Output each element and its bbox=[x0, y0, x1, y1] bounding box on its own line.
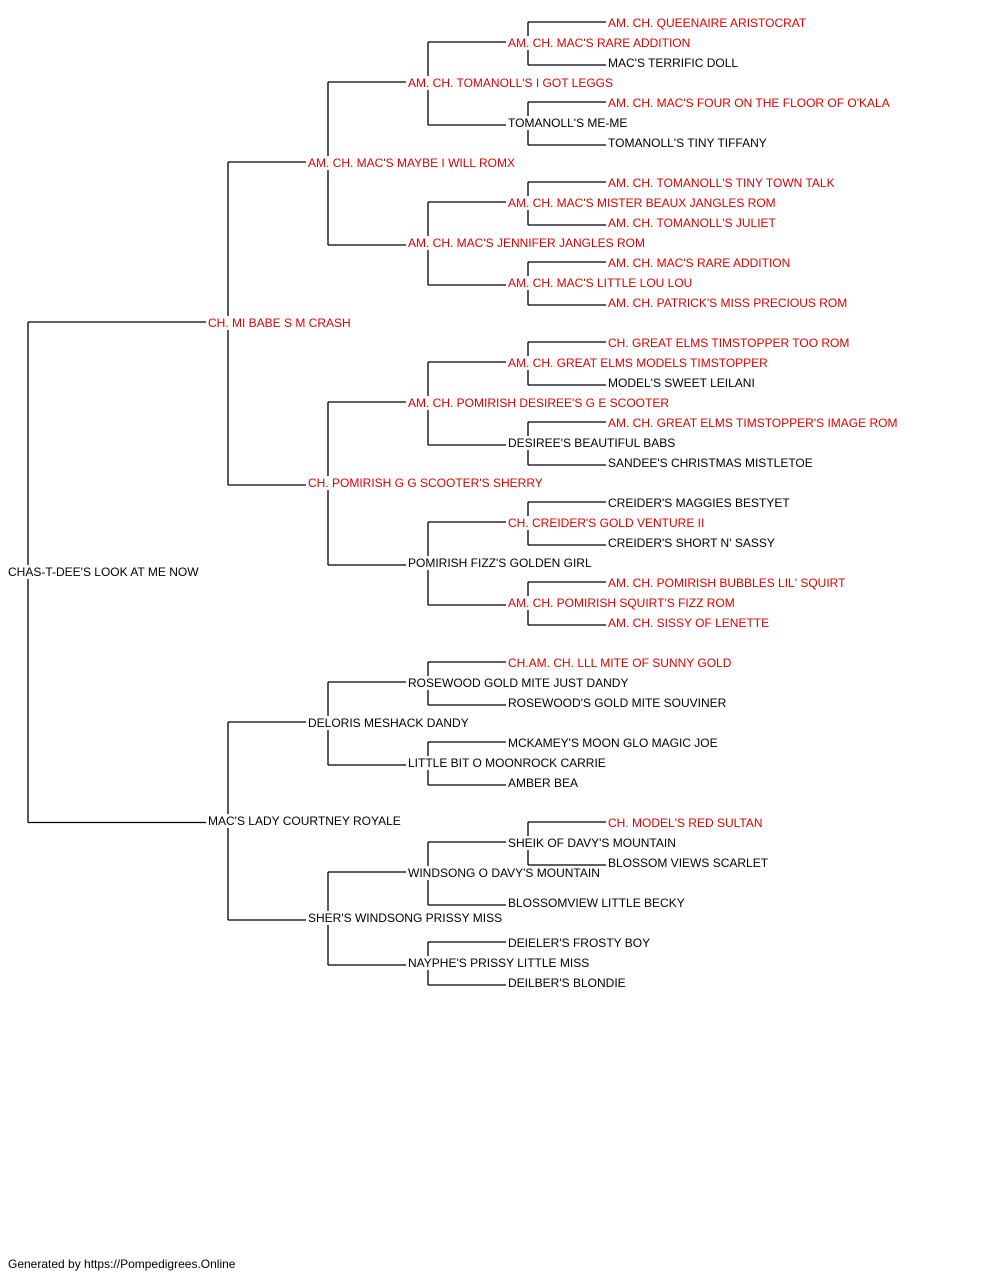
ancestor-name: AM. CH. MAC'S LITTLE LOU LOU bbox=[507, 276, 694, 290]
ancestor-name: SHER'S WINDSONG PRISSY MISS bbox=[307, 911, 504, 925]
ancestor-name: AM. CH. SISSY OF LENETTE bbox=[607, 616, 771, 630]
ancestor-name: DESIREE'S BEAUTIFUL BABS bbox=[507, 436, 677, 450]
ancestor-name: AM. CH. MAC'S JENNIFER JANGLES ROM bbox=[407, 236, 646, 250]
ancestor-name: LITTLE BIT O MOONROCK CARRIE bbox=[407, 756, 607, 770]
ancestor-name: CREIDER'S MAGGIES BESTYET bbox=[607, 496, 791, 510]
ancestor-name: AM. CH. MAC'S RARE ADDITION bbox=[507, 36, 692, 50]
ancestor-name: TOMANOLL'S TINY TIFFANY bbox=[607, 136, 768, 150]
ancestor-name: SANDEE'S CHRISTMAS MISTLETOE bbox=[607, 456, 814, 470]
ancestor-name: DELORIS MESHACK DANDY bbox=[307, 716, 470, 730]
ancestor-name: CH. MODEL'S RED SULTAN bbox=[607, 816, 764, 830]
ancestor-name: AM. CH. TOMANOLL'S TINY TOWN TALK bbox=[607, 176, 836, 190]
ancestor-name: AMBER BEA bbox=[507, 776, 580, 790]
footer-credit: Generated by https://Pompedigrees.Online bbox=[8, 1257, 236, 1271]
ancestor-name: ROSEWOOD'S GOLD MITE SOUVINER bbox=[507, 696, 728, 710]
ancestor-name: WINDSONG O DAVY'S MOUNTAIN bbox=[407, 866, 601, 880]
ancestor-name: MODEL'S SWEET LEILANI bbox=[607, 376, 756, 390]
ancestor-name: AM. CH. POMIRISH SQUIRT'S FIZZ ROM bbox=[507, 596, 736, 610]
ancestor-name: AM. CH. MAC'S MAYBE I WILL ROMX bbox=[307, 156, 516, 170]
ancestor-name: CH. CREIDER'S GOLD VENTURE II bbox=[507, 516, 706, 530]
ancestor-name: AM. CH. POMIRISH BUBBLES LIL' SQUIRT bbox=[607, 576, 847, 590]
ancestor-name: CH.AM. CH. LLL MITE OF SUNNY GOLD bbox=[507, 656, 733, 670]
ancestor-name: CREIDER'S SHORT N' SASSY bbox=[607, 536, 776, 550]
ancestor-name: BLOSSOM VIEWS SCARLET bbox=[607, 856, 770, 870]
ancestor-name: NAYPHE'S PRISSY LITTLE MISS bbox=[407, 956, 591, 970]
ancestor-name: DEIELER'S FROSTY BOY bbox=[507, 936, 652, 950]
ancestor-name: AM. CH. TOMANOLL'S JULIET bbox=[607, 216, 777, 230]
ancestor-name: MCKAMEY'S MOON GLO MAGIC JOE bbox=[507, 736, 719, 750]
ancestor-name: CH. POMIRISH G G SCOOTER'S SHERRY bbox=[307, 476, 544, 490]
ancestor-name: DEILBER'S BLONDIE bbox=[507, 976, 627, 990]
ancestor-name: AM. CH. GREAT ELMS MODELS TIMSTOPPER bbox=[507, 356, 769, 370]
ancestor-name: AM. CH. MAC'S MISTER BEAUX JANGLES ROM bbox=[507, 196, 777, 210]
ancestor-name: POMIRISH FIZZ'S GOLDEN GIRL bbox=[407, 556, 593, 570]
ancestor-name: CH. MI BABE S M CRASH bbox=[207, 316, 352, 330]
ancestor-name: AM. CH. PATRICK'S MISS PRECIOUS ROM bbox=[607, 296, 849, 310]
ancestor-name: CH. GREAT ELMS TIMSTOPPER TOO ROM bbox=[607, 336, 851, 350]
ancestor-name: AM. CH. GREAT ELMS TIMSTOPPER'S IMAGE RO… bbox=[607, 416, 899, 430]
ancestor-name: AM. CH. MAC'S RARE ADDITION bbox=[607, 256, 792, 270]
ancestor-name: ROSEWOOD GOLD MITE JUST DANDY bbox=[407, 676, 630, 690]
ancestor-name: AM. CH. POMIRISH DESIREE'S G E SCOOTER bbox=[407, 396, 670, 410]
ancestor-name: BLOSSOMVIEW LITTLE BECKY bbox=[507, 896, 686, 910]
ancestor-name: MAC'S LADY COURTNEY ROYALE bbox=[207, 813, 402, 828]
ancestor-name: SHEIK OF DAVY'S MOUNTAIN bbox=[507, 836, 677, 850]
ancestor-name: AM. CH. MAC'S FOUR ON THE FLOOR OF O'KAL… bbox=[607, 96, 891, 110]
subject-name: CHAS-T-DEE'S LOOK AT ME NOW bbox=[7, 564, 200, 579]
ancestor-name: TOMANOLL'S ME-ME bbox=[507, 116, 629, 130]
ancestor-name: AM. CH. TOMANOLL'S I GOT LEGGS bbox=[407, 76, 615, 90]
ancestor-name: MAC'S TERRIFIC DOLL bbox=[607, 56, 740, 70]
ancestor-name: AM. CH. QUEENAIRE ARISTOCRAT bbox=[607, 16, 808, 30]
